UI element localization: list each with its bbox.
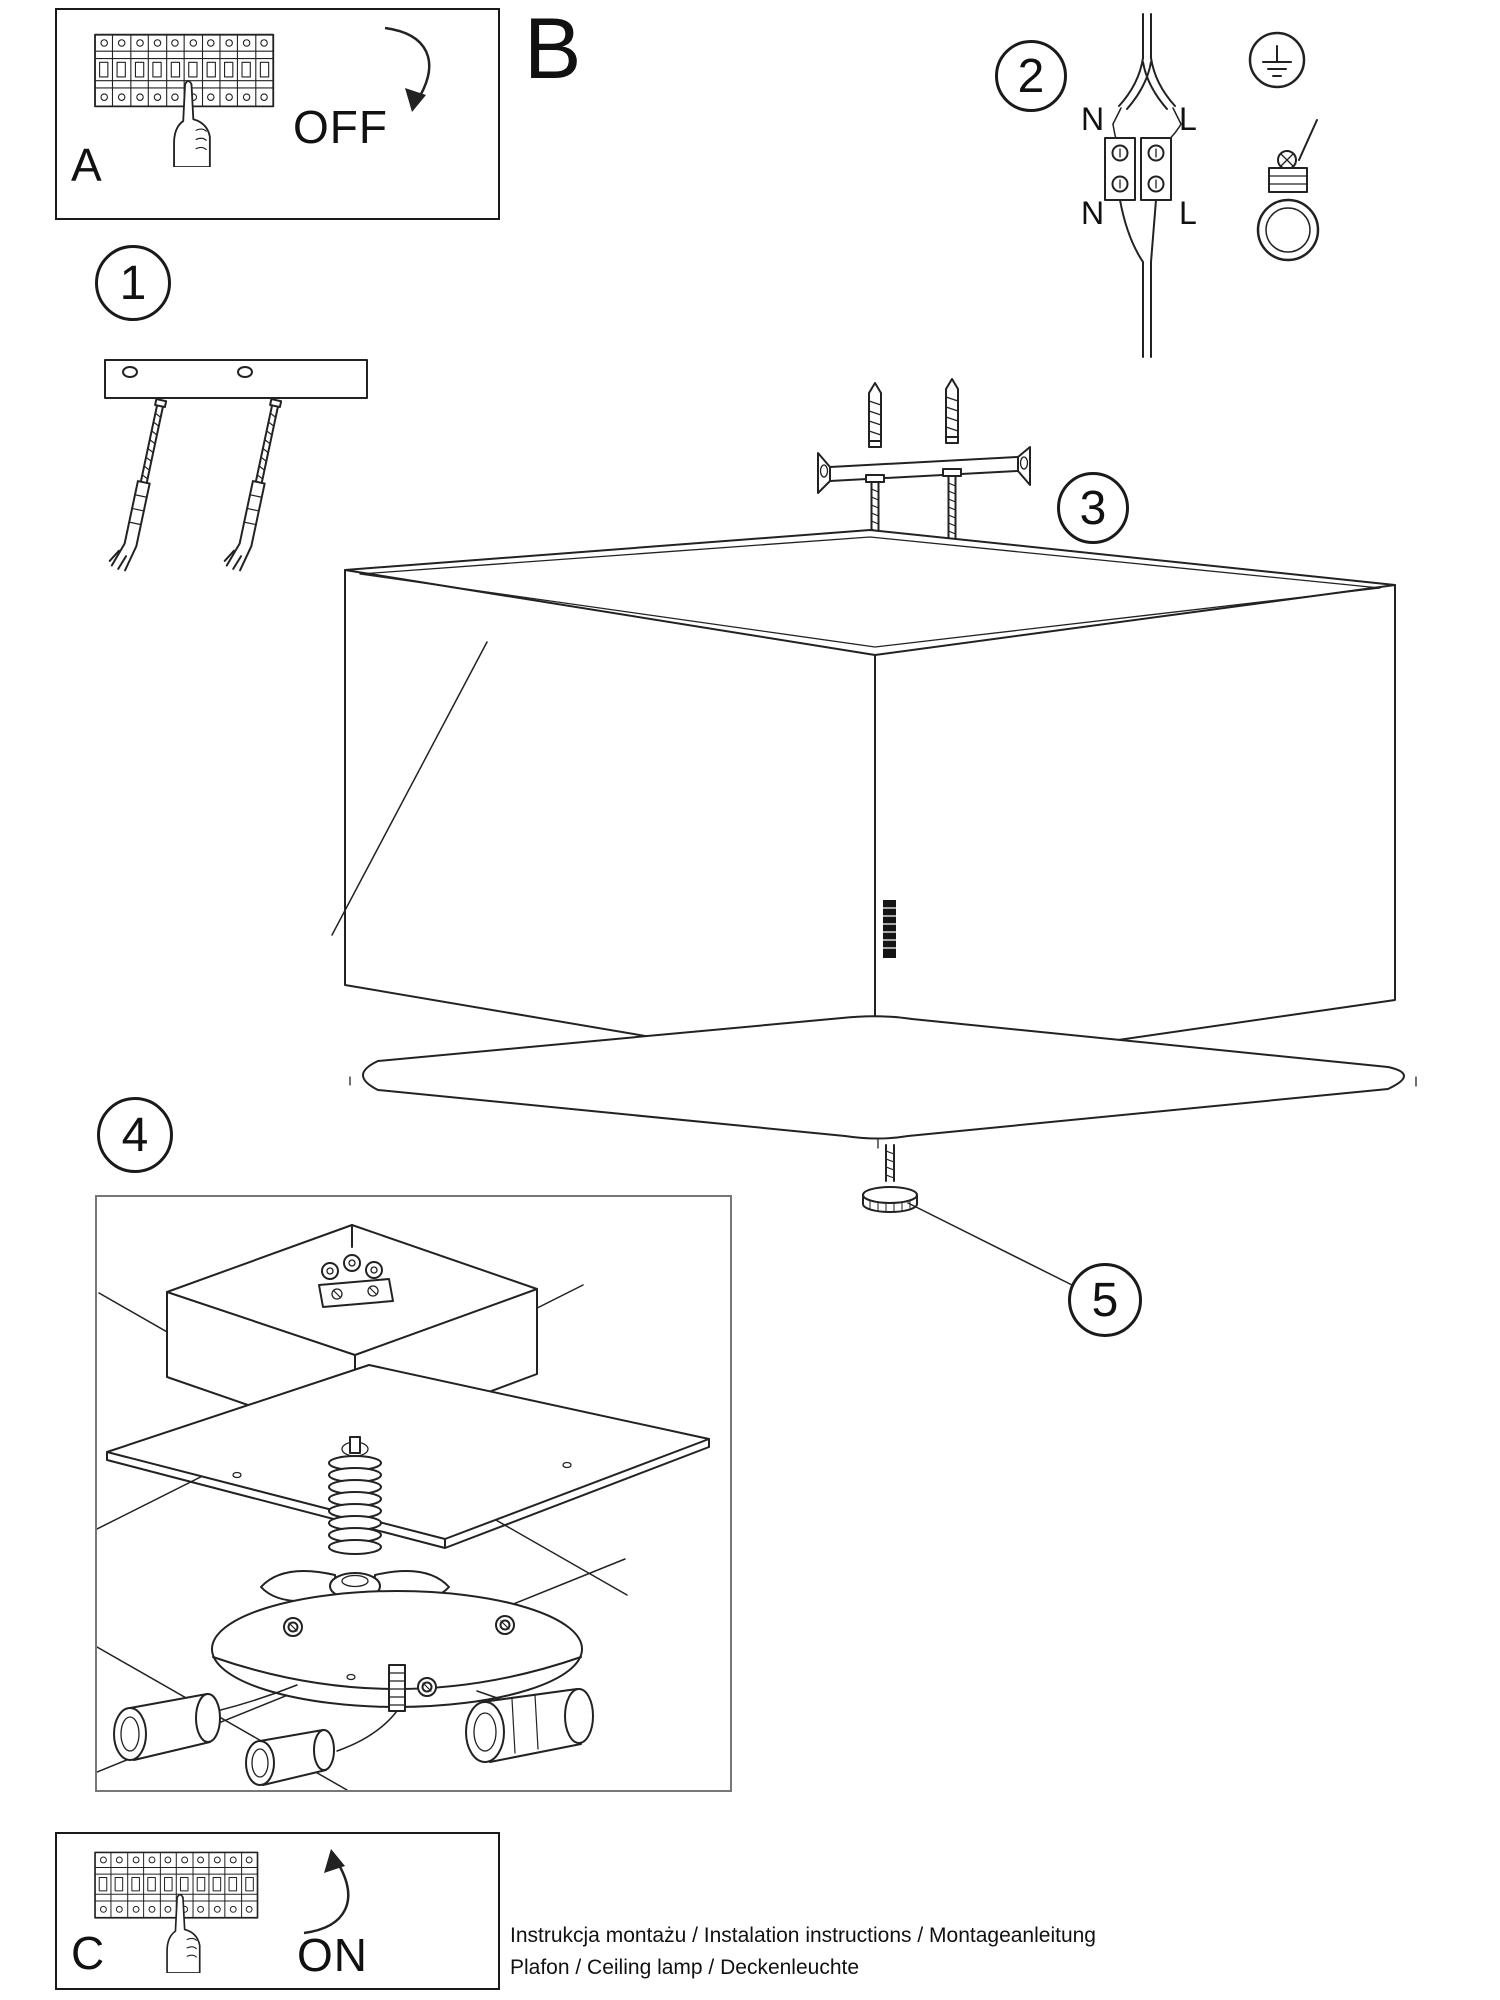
step-1-badge: 1 xyxy=(95,245,171,321)
step-1-number: 1 xyxy=(119,256,147,310)
breaker-panel-icon xyxy=(94,33,275,167)
step-2-badge: 2 xyxy=(995,40,1067,112)
wall-plug-left xyxy=(868,382,882,448)
wire-label-n-bottom: N xyxy=(1081,195,1104,231)
arrow-curve-up-icon xyxy=(302,1847,350,1935)
breaker-panel-off-illustration xyxy=(94,33,275,167)
breaker-panel-icon xyxy=(94,1851,259,1973)
lamp-socket-center xyxy=(245,1729,335,1786)
step-4-number: 4 xyxy=(121,1108,149,1162)
wire-label-n-top: N xyxy=(1081,101,1104,137)
wall-plug-right xyxy=(945,378,959,444)
wall-anchor-screw-left xyxy=(107,395,169,573)
step-5-badge: 5 xyxy=(1068,1263,1142,1337)
lamp-socket-left xyxy=(113,1693,221,1761)
step-3-assembly-illustration xyxy=(331,378,1417,1286)
step-2-wiring-illustration: N L N L xyxy=(1081,13,1320,358)
breaker-panel-on-illustration xyxy=(94,1851,259,1973)
off-label: OFF xyxy=(293,101,388,153)
earth-ground-icon xyxy=(1248,31,1306,89)
step-4-badge: 4 xyxy=(97,1097,173,1173)
spring-coil xyxy=(328,1455,382,1555)
terminal-block-detail xyxy=(318,1254,394,1308)
step-2-number: 2 xyxy=(1017,49,1045,103)
on-label: ON xyxy=(297,1929,368,1981)
wire-label-l-bottom: L xyxy=(1179,195,1197,231)
panel-a-breaker-off-box: A OFF xyxy=(55,8,500,220)
panel-a-label: A xyxy=(71,139,102,191)
footer-line-2: Plafon / Ceiling lamp / Deckenleuchte xyxy=(510,1956,860,1979)
earth-clamp-illustration xyxy=(1256,119,1320,262)
step-5-number: 5 xyxy=(1091,1273,1119,1327)
plate-screw xyxy=(283,1617,303,1637)
finial-knob xyxy=(862,1186,918,1213)
panel-c-label: C xyxy=(71,1927,105,1979)
step-3-number: 3 xyxy=(1079,481,1107,535)
step-4-detail-illustration xyxy=(97,1224,710,1790)
step-1-mounting-bar-illustration xyxy=(104,359,368,573)
plate-screw xyxy=(495,1615,515,1635)
section-b-label: B xyxy=(524,1,582,97)
footer-line-1: Instrukcja montażu / Instalation instruc… xyxy=(510,1924,1096,1947)
panel-c-breaker-on-box: C ON xyxy=(55,1832,500,1990)
plate-screw xyxy=(417,1677,437,1697)
wall-anchor-screw-right xyxy=(222,395,284,573)
step-4-detail-box xyxy=(95,1195,732,1792)
wire-label-l-top: L xyxy=(1179,101,1197,137)
lamp-socket-right xyxy=(465,1688,594,1763)
step-3-badge: 3 xyxy=(1057,472,1129,544)
